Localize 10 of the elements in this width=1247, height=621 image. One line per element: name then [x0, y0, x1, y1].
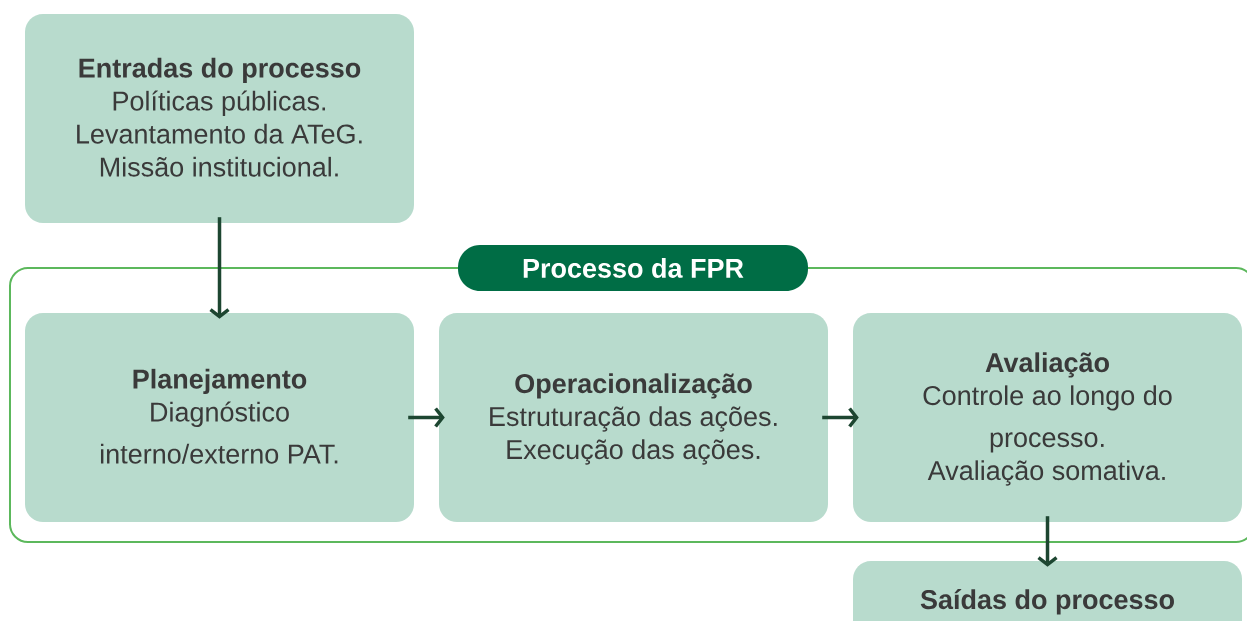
- process-box: Planejamento Diagnóstico interno/externo PAT.: [25, 313, 414, 522]
- process-box: Operacionalização Estruturação das ações. Execução das ações.: [439, 313, 828, 522]
- process-box: Saídas do processo: [853, 561, 1242, 621]
- arrow: [1037, 516, 1058, 567]
- process-box: Entradas do processo Políticas públicas. Levantamento da ATeG. Missão institucional.: [25, 14, 414, 223]
- arrow: [209, 217, 230, 319]
- arrow: [822, 407, 859, 428]
- group-label: Processo da FPR: [458, 245, 808, 291]
- arrow: [408, 407, 445, 428]
- process-box: Avaliação Controle ao longo do processo. Avaliação somativa.: [853, 313, 1242, 522]
